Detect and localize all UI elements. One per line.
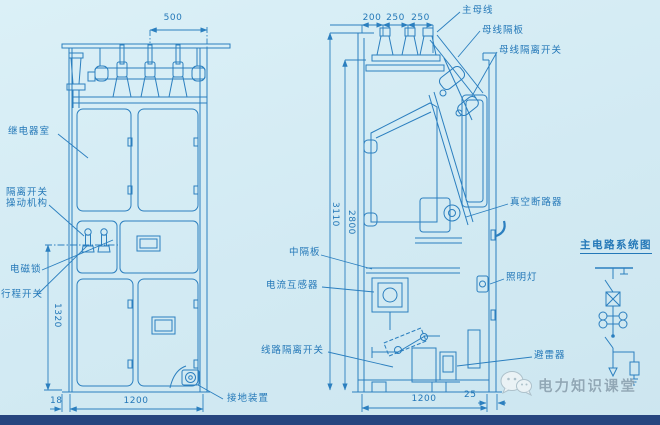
label-magnetic-lock: 电磁锁 <box>10 264 42 275</box>
operating-handles <box>81 228 111 253</box>
label-grounding-device: 接地装置 <box>227 393 270 404</box>
lamp <box>476 275 489 293</box>
front-view-cabinet <box>61 43 231 393</box>
busbar-insulators <box>376 27 437 56</box>
dim-front-width: 1200 <box>123 396 149 406</box>
dim-section-top-c: 250 <box>411 13 430 23</box>
dim-section-width: 1200 <box>411 394 437 404</box>
bushing-insulators <box>112 44 188 98</box>
vacuum-breaker <box>415 197 506 244</box>
label-mid-partition: 中隔板 <box>289 247 321 258</box>
label-main-busbar: 主母线 <box>462 5 494 16</box>
section-view-cabinet <box>352 27 506 393</box>
arrester <box>411 347 460 383</box>
current-transformer <box>371 277 409 330</box>
dim-front-height: 1320 <box>52 303 62 328</box>
section-view-dimensions <box>320 11 533 412</box>
dim-front-plinth: 18 <box>50 396 63 406</box>
dim-section-top-b: 250 <box>386 13 405 23</box>
label-current-transformer: 电流互感器 <box>266 280 319 291</box>
label-line-disconnector: 线路隔离开关 <box>261 345 325 356</box>
label-travel-switch: 行程开关 <box>1 289 44 300</box>
front-view-dimensions <box>36 27 224 412</box>
dim-front-top-width: 500 <box>163 13 183 23</box>
dim-section-gap: 25 <box>464 390 477 400</box>
busbar-disconnector-assembly <box>429 34 484 121</box>
dim-section-height-inner: 2800 <box>346 210 356 235</box>
watermark: 电力知识课堂 <box>499 369 637 401</box>
grounding-device <box>169 365 200 389</box>
main-circuit-schematic <box>595 267 640 386</box>
label-relay-room: 继电器室 <box>8 126 51 137</box>
label-vacuum-breaker: 真空断路器 <box>510 197 563 208</box>
dim-section-top-a: 200 <box>362 13 382 23</box>
label-busbar-disconnector: 母线隔离开关 <box>499 45 563 56</box>
dim-section-height-outer: 3110 <box>330 202 340 227</box>
wechat-icon <box>499 369 533 401</box>
line-disconnector <box>371 327 440 358</box>
footer-bar <box>0 415 660 425</box>
label-disconnector-mechanism-line2: 操动机构 <box>6 198 49 209</box>
watermark-text: 电力知识课堂 <box>538 378 637 395</box>
label-arrester: 避雷器 <box>534 350 566 361</box>
label-lamp: 照明灯 <box>506 272 538 283</box>
schematic-title: 主电路系统图 <box>580 240 652 254</box>
label-disconnector-mechanism-line1: 隔离开关 <box>6 187 49 198</box>
label-busbar-partition: 母线隔板 <box>482 25 525 36</box>
